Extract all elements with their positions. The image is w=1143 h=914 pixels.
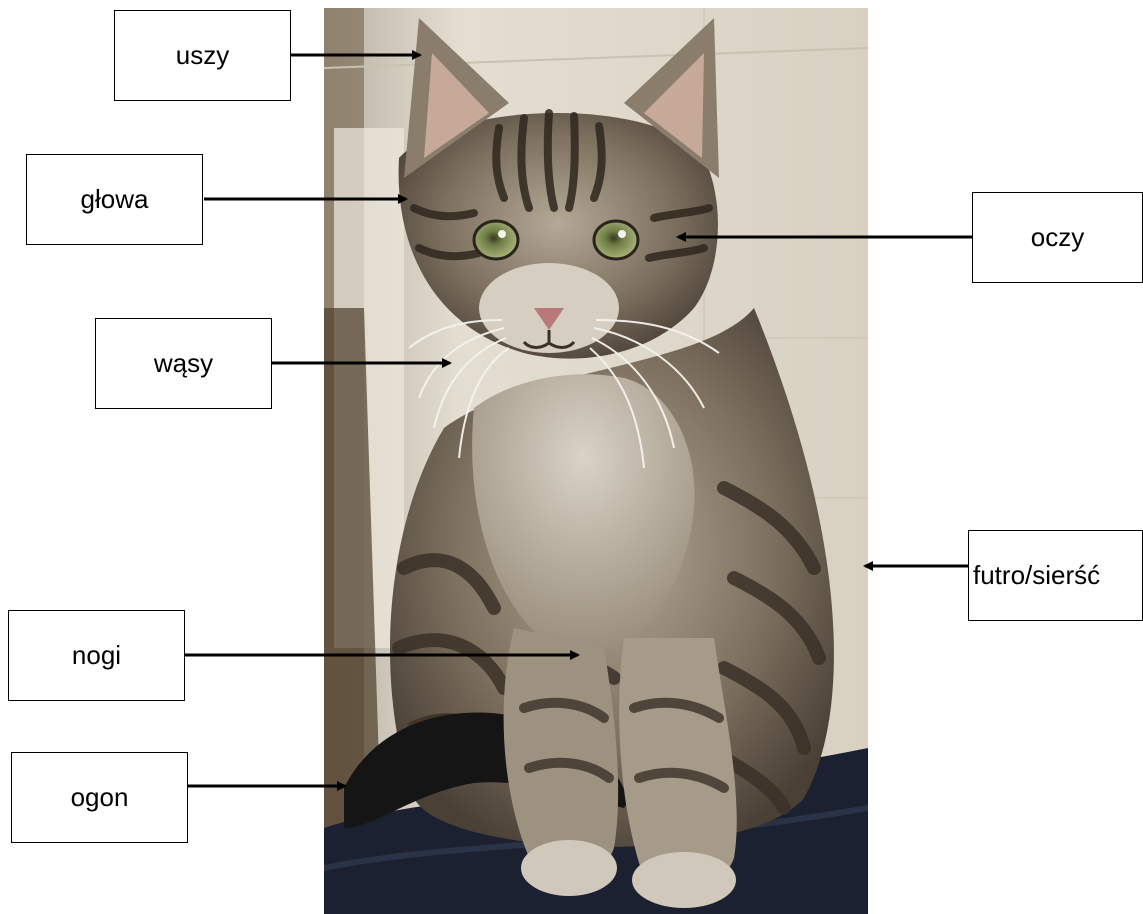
tabby-kitten-icon (324, 8, 868, 914)
label-eyes: oczy (972, 192, 1143, 283)
cat-photo (324, 8, 868, 914)
label-whiskers: wąsy (95, 318, 272, 409)
label-ears: uszy (114, 10, 291, 101)
label-legs: nogi (8, 610, 185, 701)
label-tail: ogon (11, 752, 188, 843)
label-head: głowa (26, 154, 203, 245)
label-fur: futro/sierść (968, 530, 1143, 621)
